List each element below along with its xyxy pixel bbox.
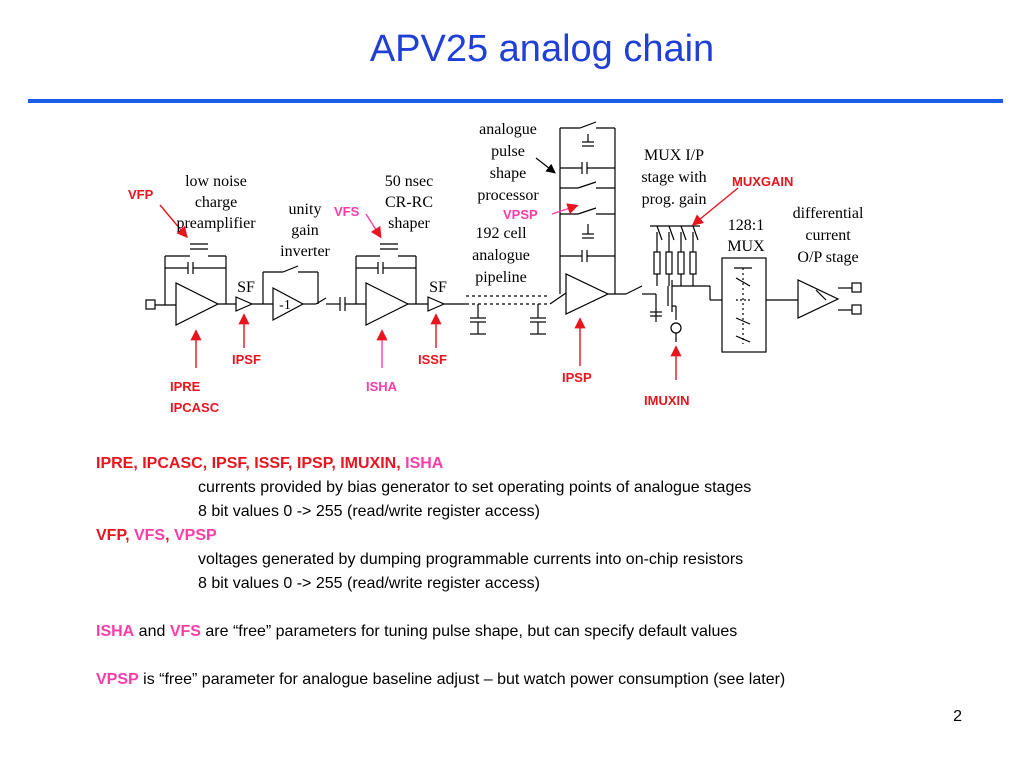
sf1-label: SF [237, 279, 255, 296]
voltages-desc-2: 8 bit values 0 -> 255 (read/write regist… [198, 575, 540, 592]
pipeline-label-3: pipeline [475, 269, 527, 286]
vpsp-param: VPSP [169, 527, 217, 544]
mux-ip-label-1: MUX I/P [644, 147, 704, 164]
slide-title: APV25 analog chain [369, 28, 715, 70]
output-label-1: differential [793, 205, 864, 222]
shaper-label-1: 50 nsec [385, 173, 433, 190]
voltages-desc-1: voltages generated by dumping programmab… [198, 551, 744, 568]
title-divider [28, 99, 1003, 103]
mux-box [721, 257, 767, 353]
vfp-label: VFP [128, 187, 154, 202]
analog-chain-diagram: low noise charge preamplifier unity gain… [128, 121, 864, 415]
spacer [96, 644, 996, 668]
output-label-3: O/P stage [797, 249, 858, 266]
output-label-2: current [805, 227, 851, 244]
preamp-label-1: low noise [185, 173, 247, 190]
shaper-label-2: CR-RC [385, 194, 433, 211]
processor-label-2: pulse [491, 143, 525, 160]
comma: , [396, 455, 401, 472]
preamp-label-3: preamplifier [176, 215, 256, 232]
vfp-param: VFP [96, 527, 126, 544]
mux-ip-label-3: prog. gain [642, 191, 707, 208]
vfs-param: VFS [169, 623, 201, 640]
output-stage-triangle [797, 279, 840, 319]
processor-triangle [565, 273, 610, 315]
current-params-list: IPRE, IPCASC, IPSF, ISSF, IPSP, IMUXIN [96, 455, 397, 472]
free-params-note: ISHA and VFS are “free” parameters for t… [96, 620, 996, 644]
inverter-label-1: unity [289, 201, 322, 218]
currents-heading: IPRE, IPCASC, IPSF, ISSF, IPSP, IMUXIN, … [96, 452, 996, 476]
isha-param: ISHA [400, 455, 444, 472]
currents-desc-2: 8 bit values 0 -> 255 (read/write regist… [198, 503, 540, 520]
inverter-triangle [272, 287, 305, 321]
vfs-label: VFS [334, 204, 360, 219]
output-pad-neg [851, 304, 862, 315]
processor-label-4: processor [477, 187, 539, 204]
shaper-triangle [365, 282, 410, 326]
preamp-label-2: charge [195, 194, 237, 211]
muxgain-label: MUXGAIN [732, 174, 793, 189]
voltages-heading: VFP, VFS, VPSP [96, 524, 996, 548]
pipeline-label-2: analogue [472, 247, 530, 264]
sf2-label: SF [429, 279, 447, 296]
preamp-triangle [175, 282, 220, 326]
currents-desc-1: currents provided by bias generator to s… [198, 479, 752, 496]
sf2-buffer [427, 296, 446, 312]
output-pad-pos [851, 282, 862, 293]
vpsp-param: VPSP [96, 671, 139, 688]
description-text: IPRE, IPCASC, IPSF, ISSF, IPSP, IMUXIN, … [96, 452, 996, 692]
pipeline-label-1: 192 cell [475, 225, 527, 242]
vpsp-note-text: is “free” parameter for analogue baselin… [138, 671, 786, 688]
and-text: and [134, 623, 170, 640]
mux-label-2: MUX [727, 238, 765, 255]
processor-label-1: analogue [479, 121, 537, 138]
page-number: 2 [953, 708, 962, 725]
issf-label: ISSF [418, 352, 447, 367]
inverter-label-2: gain [291, 222, 319, 239]
mux-ip-label-2: stage with [641, 169, 706, 186]
shaper-label-3: shaper [388, 215, 430, 232]
inverter-label-3: inverter [280, 243, 330, 260]
ipcasc-label: IPCASC [170, 400, 220, 415]
imuxin-label: IMUXIN [644, 393, 690, 408]
free-params-text: are “free” parameters for tuning pulse s… [200, 623, 738, 640]
vfs-param: VFS [129, 527, 166, 544]
ipsp-label: IPSP [562, 370, 592, 385]
isha-label: ISHA [366, 379, 398, 394]
sf1-buffer [235, 296, 254, 312]
spacer [96, 596, 996, 620]
processor-label-3: shape [490, 165, 526, 182]
current-source [670, 322, 682, 334]
vpsp-label: VPSP [503, 207, 538, 222]
ipsf-label: IPSF [232, 352, 261, 367]
comma: , [165, 527, 170, 544]
inverter-gain-label: -1 [279, 298, 291, 313]
mux-label-1: 128:1 [728, 217, 764, 234]
input-pad [145, 299, 156, 310]
isha-param: ISHA [96, 623, 135, 640]
ipre-label: IPRE [170, 379, 201, 394]
comma: , [125, 527, 130, 544]
vpsp-note: VPSP is “free” parameter for analogue ba… [96, 668, 996, 692]
